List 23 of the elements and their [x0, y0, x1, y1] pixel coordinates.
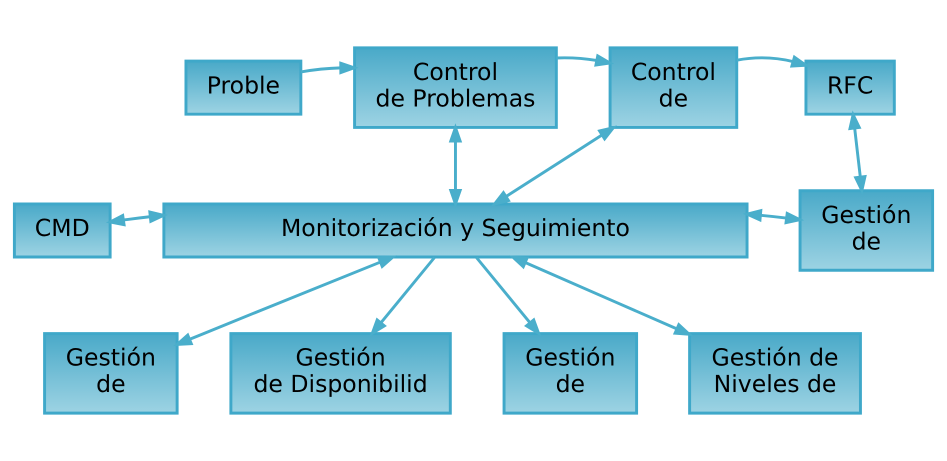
node-box: Gestión de [502, 332, 638, 415]
node-box: Gestión de Disponibilid [229, 332, 452, 415]
arrow [475, 256, 542, 337]
arrow [742, 208, 804, 225]
arrow [173, 255, 397, 346]
node-box: Control de Problemas [353, 46, 558, 129]
arrow [848, 110, 867, 195]
node-box: Gestión de [798, 189, 934, 272]
arrow [508, 255, 694, 336]
arrow [491, 125, 618, 206]
arrow [106, 210, 168, 226]
node-box: Gestión de Niveles de [688, 332, 862, 415]
arrow [556, 54, 614, 67]
arrow [448, 123, 462, 208]
arrow [736, 54, 810, 68]
node-box: RFC [804, 60, 896, 116]
node-box: CMD [12, 202, 112, 258]
node-box: Proble [184, 60, 302, 116]
arrow [370, 256, 436, 337]
node-box: Gestión de [43, 332, 179, 415]
arrow [300, 61, 359, 75]
node-box: Monitorización y Seguimiento [162, 202, 749, 258]
node-box: Control de [608, 46, 738, 129]
